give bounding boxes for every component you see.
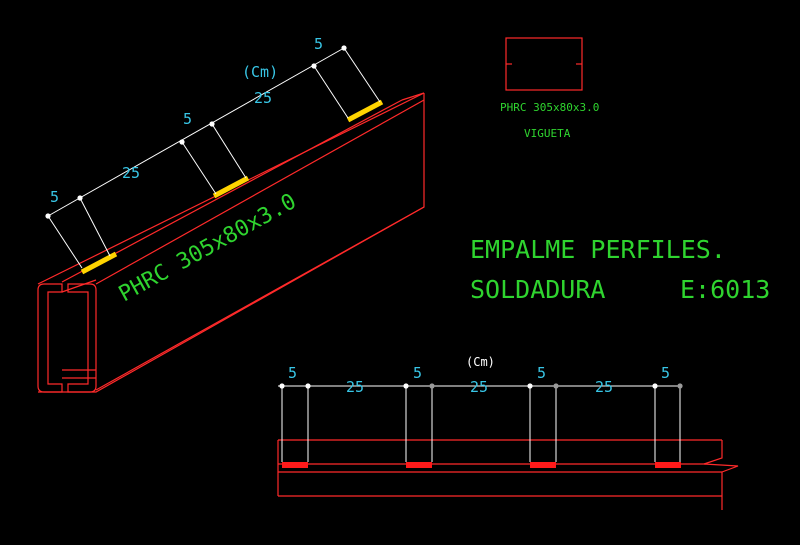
section-profile-label: PHRC 305x80x3.0 <box>500 101 599 114</box>
weld-elev-4 <box>655 462 681 468</box>
elev-units-label: (Cm) <box>466 355 495 369</box>
title-line-2-right: E:6013 <box>680 275 770 304</box>
weld-elev-2 <box>406 462 432 468</box>
elev-dim-g3: 25 <box>595 378 613 396</box>
section-box <box>505 37 583 91</box>
weld-elev-1 <box>282 462 308 468</box>
iso-dim-weld-3: 5 <box>314 35 323 53</box>
beam-section-right <box>67 283 97 393</box>
weld-iso-3 <box>346 99 384 123</box>
iso-dim-weld-1: 5 <box>50 188 59 206</box>
beam-top-edge-far <box>61 279 97 293</box>
elevation-beam <box>277 439 739 510</box>
elev-dim-w2: 5 <box>413 364 422 382</box>
elevation-dimension-lines <box>278 383 683 462</box>
elev-dim-w1: 5 <box>288 364 297 382</box>
title-line-1: EMPALME PERFILES. <box>470 235 726 264</box>
iso-dim-gap-2: 25 <box>254 89 272 107</box>
beam-end-right-inner <box>401 92 425 101</box>
beam-top-edge-mid <box>61 99 403 283</box>
elev-dim-w4: 5 <box>661 364 670 382</box>
isometric-beam <box>37 92 425 393</box>
break-symbol <box>703 440 739 510</box>
section-rect <box>505 37 583 91</box>
title-line-2-left: SOLDADURA <box>470 275 605 304</box>
beam-top-edge-back <box>95 99 425 285</box>
iso-dim-gap-1: 25 <box>122 164 140 182</box>
beam-end-right <box>95 93 425 391</box>
elev-dim-g2: 25 <box>470 378 488 396</box>
iso-dim-weld-2: 5 <box>183 110 192 128</box>
beam-section-left <box>37 283 63 393</box>
elev-dim-g1: 25 <box>346 378 364 396</box>
iso-units-label: (Cm) <box>242 63 278 81</box>
iso-profile-label: PHRC 305x80x3.0 <box>115 189 301 307</box>
section-vigueta-label: VIGUETA <box>524 127 571 140</box>
weld-iso-1 <box>80 251 118 275</box>
iso-extension-lines <box>45 45 381 269</box>
weld-iso-2 <box>212 175 250 199</box>
elev-dim-w3: 5 <box>537 364 546 382</box>
weld-elev-3 <box>530 462 556 468</box>
